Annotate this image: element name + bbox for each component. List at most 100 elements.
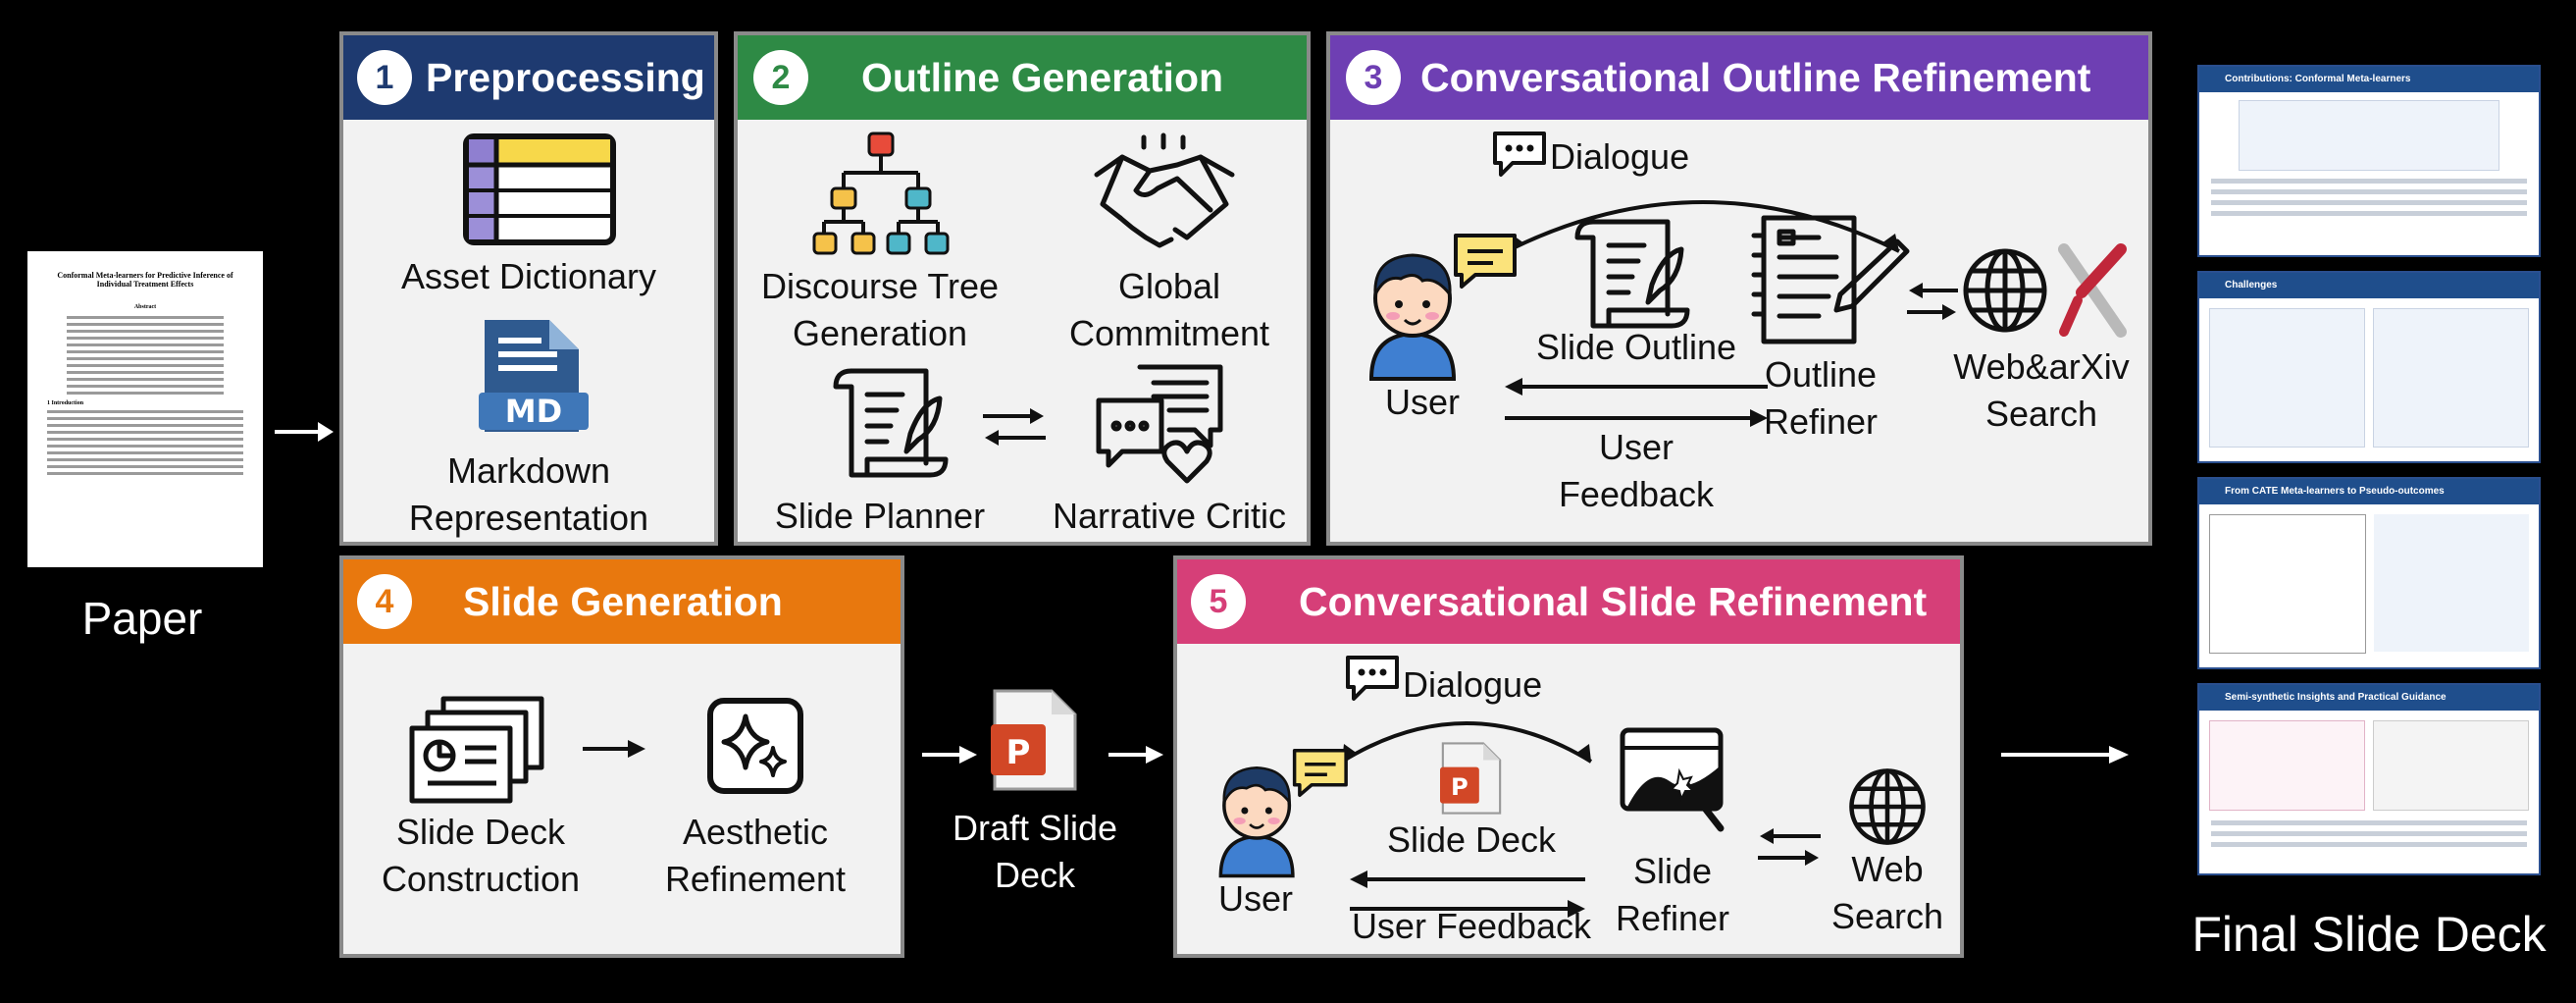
slide-title-bar: Contributions: Conformal Meta-learners xyxy=(2199,67,2539,92)
asset-dictionary-label: Asset Dictionary xyxy=(400,256,657,296)
web-arxiv-search-label-line1: Web&arXiv xyxy=(1953,346,2130,387)
slide-deck-construction-label-line2: Construction xyxy=(381,859,581,899)
panel-title: Slide Generation xyxy=(463,579,783,624)
chat-bubble-icon xyxy=(1493,132,1546,177)
arrow-paper-to-preprocessing xyxy=(275,422,334,442)
panel-preprocessing: 1 Preprocessing Asset Dictionary MD Mark… xyxy=(339,31,718,546)
panel-outline-refinement-header: 3 Conversational Outline Refinement xyxy=(1330,35,2148,120)
step-number-badge: 1 xyxy=(357,50,412,105)
aesthetic-refinement-label-line1: Aesthetic xyxy=(682,812,829,852)
feedback-arrow-left xyxy=(1505,378,1768,396)
panel-slide-generation: 4 Slide Generation Slide Deck Constructi… xyxy=(339,555,904,958)
step-number-badge: 2 xyxy=(753,50,808,105)
search-bidirectional-arrows xyxy=(1758,828,1821,866)
user-label: User xyxy=(1384,382,1460,422)
user-label: User xyxy=(1217,878,1293,919)
outline-refiner-label-line2: Refiner xyxy=(1763,401,1879,442)
dialogue-label: Dialogue xyxy=(1550,136,1690,177)
global-commitment-label-line2: Commitment xyxy=(1068,313,1270,353)
panel-title: Conversational Outline Refinement xyxy=(1420,55,2091,100)
paper-document: Conformal Meta-learners for Predictive I… xyxy=(27,251,263,567)
user-avatar-icon xyxy=(1368,234,1517,381)
search-bidirectional-arrows xyxy=(1907,283,1958,320)
slide-outline-scroll-icon xyxy=(1574,219,1690,329)
slide-title-bar: Semi-synthetic Insights and Practical Gu… xyxy=(2199,685,2539,711)
ppt-badge-text: P xyxy=(1006,733,1031,772)
step-number-badge: 4 xyxy=(357,574,412,629)
arrow-to-final-deck xyxy=(2001,746,2129,764)
scroll-quill-icon xyxy=(833,368,949,478)
user-feedback-label: User Feedback xyxy=(1351,906,1592,946)
arxiv-logo-icon xyxy=(2058,243,2127,338)
slide-deck-label: Slide Deck xyxy=(1386,819,1557,860)
slide-title: Semi-synthetic Insights and Practical Gu… xyxy=(2225,692,2447,703)
draft-slide-deck-label-line1: Draft Slide xyxy=(952,808,1118,848)
handshake-icon xyxy=(1094,132,1235,248)
step-number-badge: 5 xyxy=(1191,574,1246,629)
outline-arrow-right xyxy=(1505,409,1768,427)
bidirectional-arrows xyxy=(983,408,1046,446)
final-slide-3: From CATE Meta-learners to Pseudo-outcom… xyxy=(2197,477,2541,669)
ppt-badge-text: P xyxy=(1451,773,1468,801)
chat-bubble-icon xyxy=(1346,656,1399,701)
narrative-critic-icon xyxy=(1096,364,1223,484)
step-number-badge: 3 xyxy=(1346,50,1401,105)
slide-refiner-icon xyxy=(1620,727,1725,832)
final-slide-1: Contributions: Conformal Meta-learners xyxy=(2197,65,2541,257)
feedback-arrow-left xyxy=(1350,871,1585,888)
slide-planner-label: Slide Planner xyxy=(774,496,986,536)
web-search-label-line2: Search xyxy=(1830,896,1944,936)
deck-arrow-right xyxy=(1350,900,1585,918)
outline-refiner-icon xyxy=(1751,215,1910,344)
paper-intro-heading: 1 Introduction xyxy=(47,400,84,406)
globe-icon xyxy=(1963,248,2047,333)
slide-refiner-label-line2: Refiner xyxy=(1615,898,1730,938)
narrative-critic-label: Narrative Critic xyxy=(1052,496,1287,536)
panel-slide-refinement-header: 5 Conversational Slide Refinement xyxy=(1177,559,1960,644)
sparkles-icon xyxy=(707,698,803,794)
slide-title: Contributions: Conformal Meta-learners xyxy=(2225,74,2411,84)
globe-icon xyxy=(1849,768,1926,845)
draft-slide-deck-label-line2: Deck xyxy=(994,855,1076,895)
web-search-label-line1: Web xyxy=(1851,849,1924,889)
table-icon xyxy=(463,133,616,245)
slide-outline-label: Slide Outline xyxy=(1535,327,1737,367)
panel-outline-generation: 2 Outline Generation Discourse Tree Gene… xyxy=(734,31,1311,546)
web-arxiv-search-label-line2: Search xyxy=(1984,394,2098,434)
markdown-file-icon: MD xyxy=(479,320,589,432)
arrow-generation-to-draft xyxy=(922,746,977,764)
slide-title-bar: From CATE Meta-learners to Pseudo-outcom… xyxy=(2199,479,2539,504)
global-commitment-label-line1: Global xyxy=(1117,266,1221,306)
slide-deck-construction-label-line1: Slide Deck xyxy=(395,812,566,852)
outline-refiner-label-line1: Outline xyxy=(1764,354,1878,395)
panel-conversational-outline-refinement: 3 Conversational Outline Refinement Dial… xyxy=(1326,31,2152,546)
powerpoint-file-icon: P xyxy=(1440,742,1502,815)
final-slide-deck-label: Final Slide Deck xyxy=(2191,907,2547,962)
panel-title: Preprocessing xyxy=(426,55,705,100)
final-slide-4: Semi-synthetic Insights and Practical Gu… xyxy=(2197,683,2541,875)
paper-abstract-heading: Abstract xyxy=(133,304,157,310)
slide-title: From CATE Meta-learners to Pseudo-outcom… xyxy=(2225,486,2445,497)
discourse-tree-icon xyxy=(812,132,950,255)
panel-conversational-slide-refinement: 5 Conversational Slide Refinement Dialog… xyxy=(1173,555,1964,958)
user-avatar-icon xyxy=(1218,749,1348,878)
slide-title: Challenges xyxy=(2225,280,2278,290)
markdown-label-line1: Markdown xyxy=(446,450,611,491)
paper-label: Paper xyxy=(81,593,203,644)
panel-slide-generation-header: 4 Slide Generation xyxy=(343,559,901,644)
markdown-label-line2: Representation xyxy=(408,498,649,538)
slide-title-bar: Challenges xyxy=(2199,273,2539,298)
user-feedback-label-line2: Feedback xyxy=(1558,474,1715,514)
slide-deck-icon xyxy=(409,696,544,804)
slide-refiner-label-line1: Slide xyxy=(1632,851,1713,891)
arrow-construction-to-refinement xyxy=(583,740,645,758)
aesthetic-refinement-label-line2: Refinement xyxy=(664,859,847,899)
paper-title: Conformal Meta-learners for Predictive I… xyxy=(57,271,233,289)
panel-preprocessing-header: 1 Preprocessing xyxy=(343,35,714,120)
discourse-tree-label-line1: Discourse Tree xyxy=(760,266,1000,306)
powerpoint-file-icon: P xyxy=(991,689,1077,791)
arrow-draft-to-slide-refinement xyxy=(1108,746,1163,764)
user-feedback-label-line1: User xyxy=(1598,427,1674,467)
dialogue-label: Dialogue xyxy=(1403,664,1543,705)
panel-title: Outline Generation xyxy=(861,55,1224,100)
